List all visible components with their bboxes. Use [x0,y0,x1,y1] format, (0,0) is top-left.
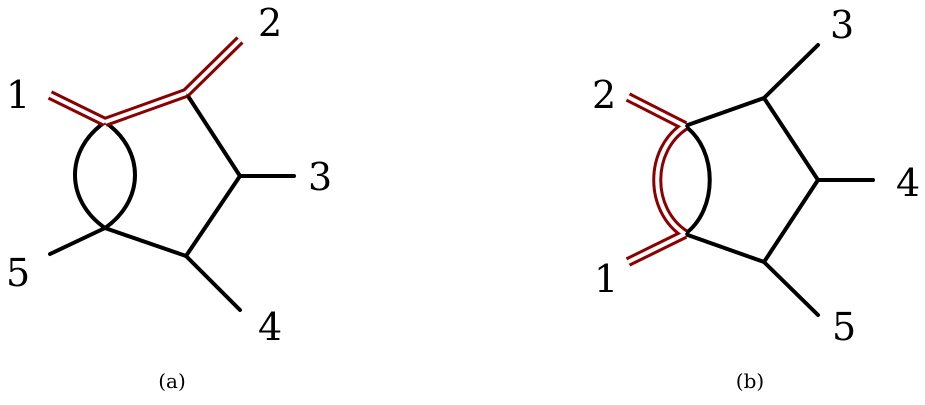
diagram-b-leg-5 [762,260,820,317]
diagram-a-double-leg-1-inner [49,93,106,124]
diagram-a-label-3: 3 [308,155,332,199]
diagram-b-label-4: 4 [896,161,920,205]
diagram-b-loop-right [683,124,712,236]
diagram-b-caption: (b) [736,369,764,393]
diagram-a-double-leg-2-inner [184,38,242,95]
diagram-b: 2 1 3 4 5 (b) [592,3,920,393]
diagram-a-edge-4-5 [103,226,188,258]
diagram-a-label-4: 4 [258,305,282,349]
diagram-a-label-2: 2 [258,1,282,45]
diagram-b-double-leg-1-inner [627,232,686,264]
diagram-a-double-edge-1-2-inner [104,91,187,124]
diagram-a: 1 2 3 4 5 (a) [6,1,332,393]
diagram-a-edge-3-4 [184,174,242,258]
diagram-a-loop-left [73,120,107,230]
diagram-a-caption: (a) [158,369,186,393]
diagram-a-leg-4 [184,254,242,312]
diagram-b-edge-4-5 [762,178,820,264]
diagram-b-label-1: 1 [594,257,618,301]
diagram-b-label-3: 3 [830,3,854,47]
diagram-a-loop-right [103,120,137,230]
diagram-a-edge-2-3 [184,91,242,178]
diagram-b-edge-3-4 [762,96,820,182]
diagram-b-double-loop-left [652,121,688,239]
diagram-b-edge-2-3 [683,96,766,128]
diagram-b-double-loop-left-inner [655,124,687,236]
diagram-b-double-leg-2-inner [627,95,686,128]
diagram-b-label-2: 2 [592,73,616,117]
diagram-a-label-5: 5 [6,251,30,295]
diagram-b-label-5: 5 [832,305,856,349]
diagram-b-edge-5-1 [683,232,766,264]
diagram-a-label-1: 1 [6,73,30,117]
diagram-b-leg-3 [762,43,820,100]
diagram-a-leg-5 [48,226,107,256]
